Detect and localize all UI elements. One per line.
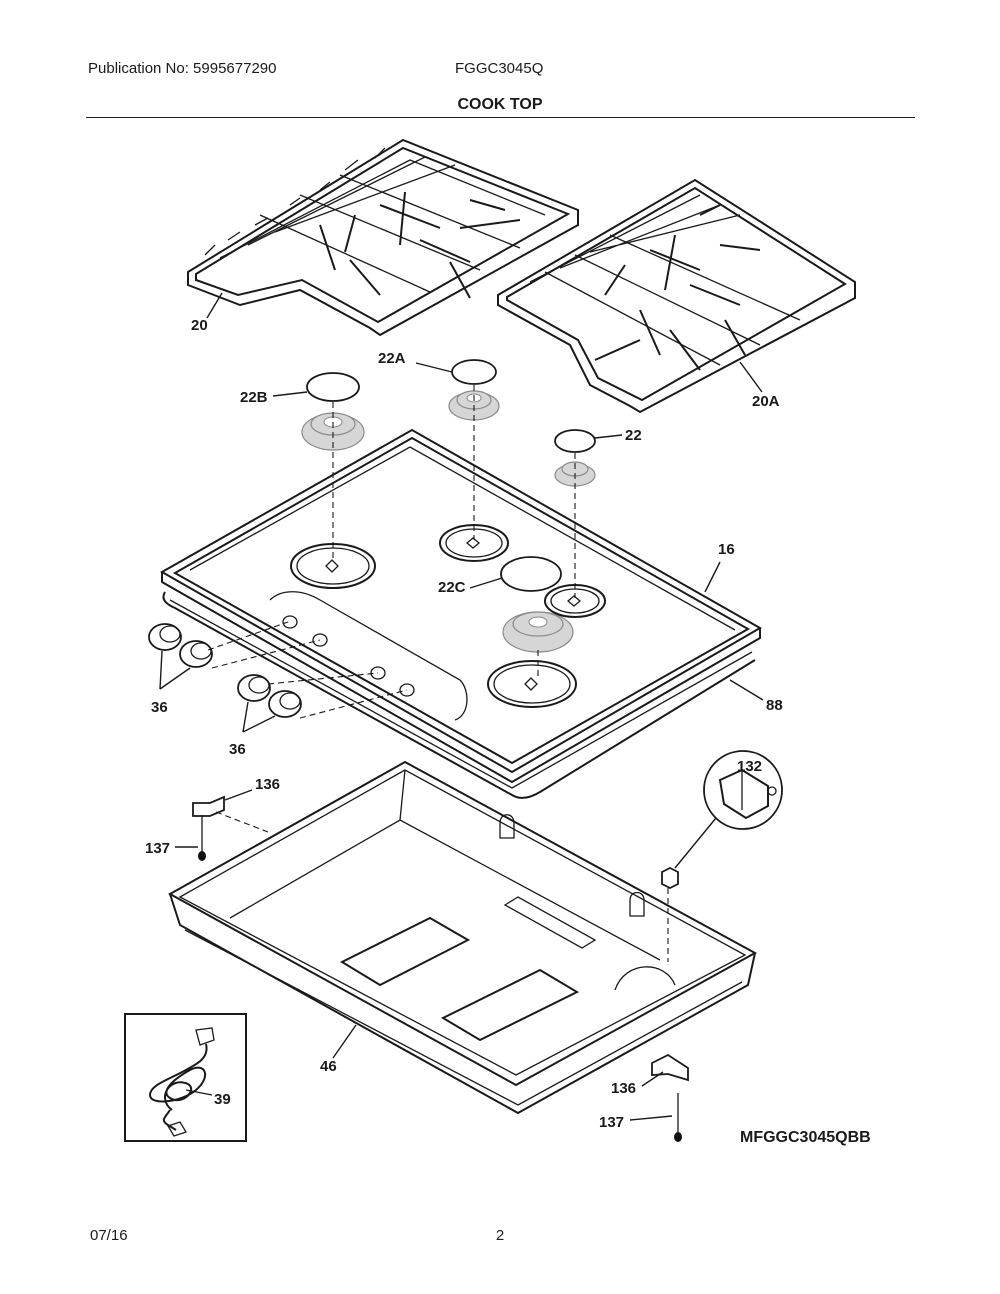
callout-46: 46 [320, 1058, 337, 1075]
callout-22: 22 [625, 427, 642, 444]
power-cord-inset[interactable] [124, 1013, 247, 1142]
screw-bottom[interactable] [674, 1093, 682, 1142]
header-rule [86, 117, 915, 118]
burner-cap-22c[interactable] [500, 556, 562, 592]
callout-36-left: 36 [151, 699, 168, 716]
burner-cap-22b[interactable] [306, 372, 360, 402]
callout-137-bottom: 137 [599, 1114, 624, 1131]
grate-right[interactable] [497, 178, 856, 414]
burner-box[interactable] [167, 760, 758, 1115]
section-title: COOK TOP [457, 96, 543, 113]
model-number: FGGC3045Q [455, 60, 544, 77]
gasket[interactable] [162, 591, 756, 799]
callout-20A: 20A [752, 393, 780, 410]
grate-left[interactable] [187, 138, 579, 337]
callout-132: 132 [737, 758, 762, 775]
callout-136-top: 136 [255, 776, 280, 793]
callout-36-right: 36 [229, 741, 246, 758]
callout-39: 39 [214, 1091, 231, 1108]
bracket-top[interactable] [192, 795, 225, 817]
knob-2[interactable] [179, 640, 213, 668]
publication-date: 07/16 [90, 1227, 128, 1244]
callout-136-bottom: 136 [611, 1080, 636, 1097]
page-number: 2 [495, 1227, 505, 1244]
diagram-code: MFGGC3045QBB [740, 1129, 871, 1146]
callout-16: 16 [718, 541, 735, 558]
callout-22A: 22A [378, 350, 406, 367]
knob-3[interactable] [237, 674, 271, 702]
burner-cap-22[interactable] [554, 429, 596, 453]
screw-top[interactable] [198, 815, 206, 861]
switch-detail[interactable] [703, 750, 783, 830]
callout-20: 20 [191, 317, 208, 334]
burner-head-22c[interactable] [502, 611, 574, 653]
publication-number: Publication No: 5995677290 [88, 60, 277, 77]
cooktop-panel[interactable] [159, 428, 763, 784]
callout-22C: 22C [438, 579, 466, 596]
callout-88: 88 [766, 697, 783, 714]
burner-cap-22a[interactable] [451, 359, 497, 385]
knob-4[interactable] [268, 690, 302, 718]
callout-137-top: 137 [145, 840, 170, 857]
callout-22B: 22B [240, 389, 268, 406]
knob-1[interactable] [148, 623, 182, 651]
switch-part[interactable] [661, 866, 679, 890]
